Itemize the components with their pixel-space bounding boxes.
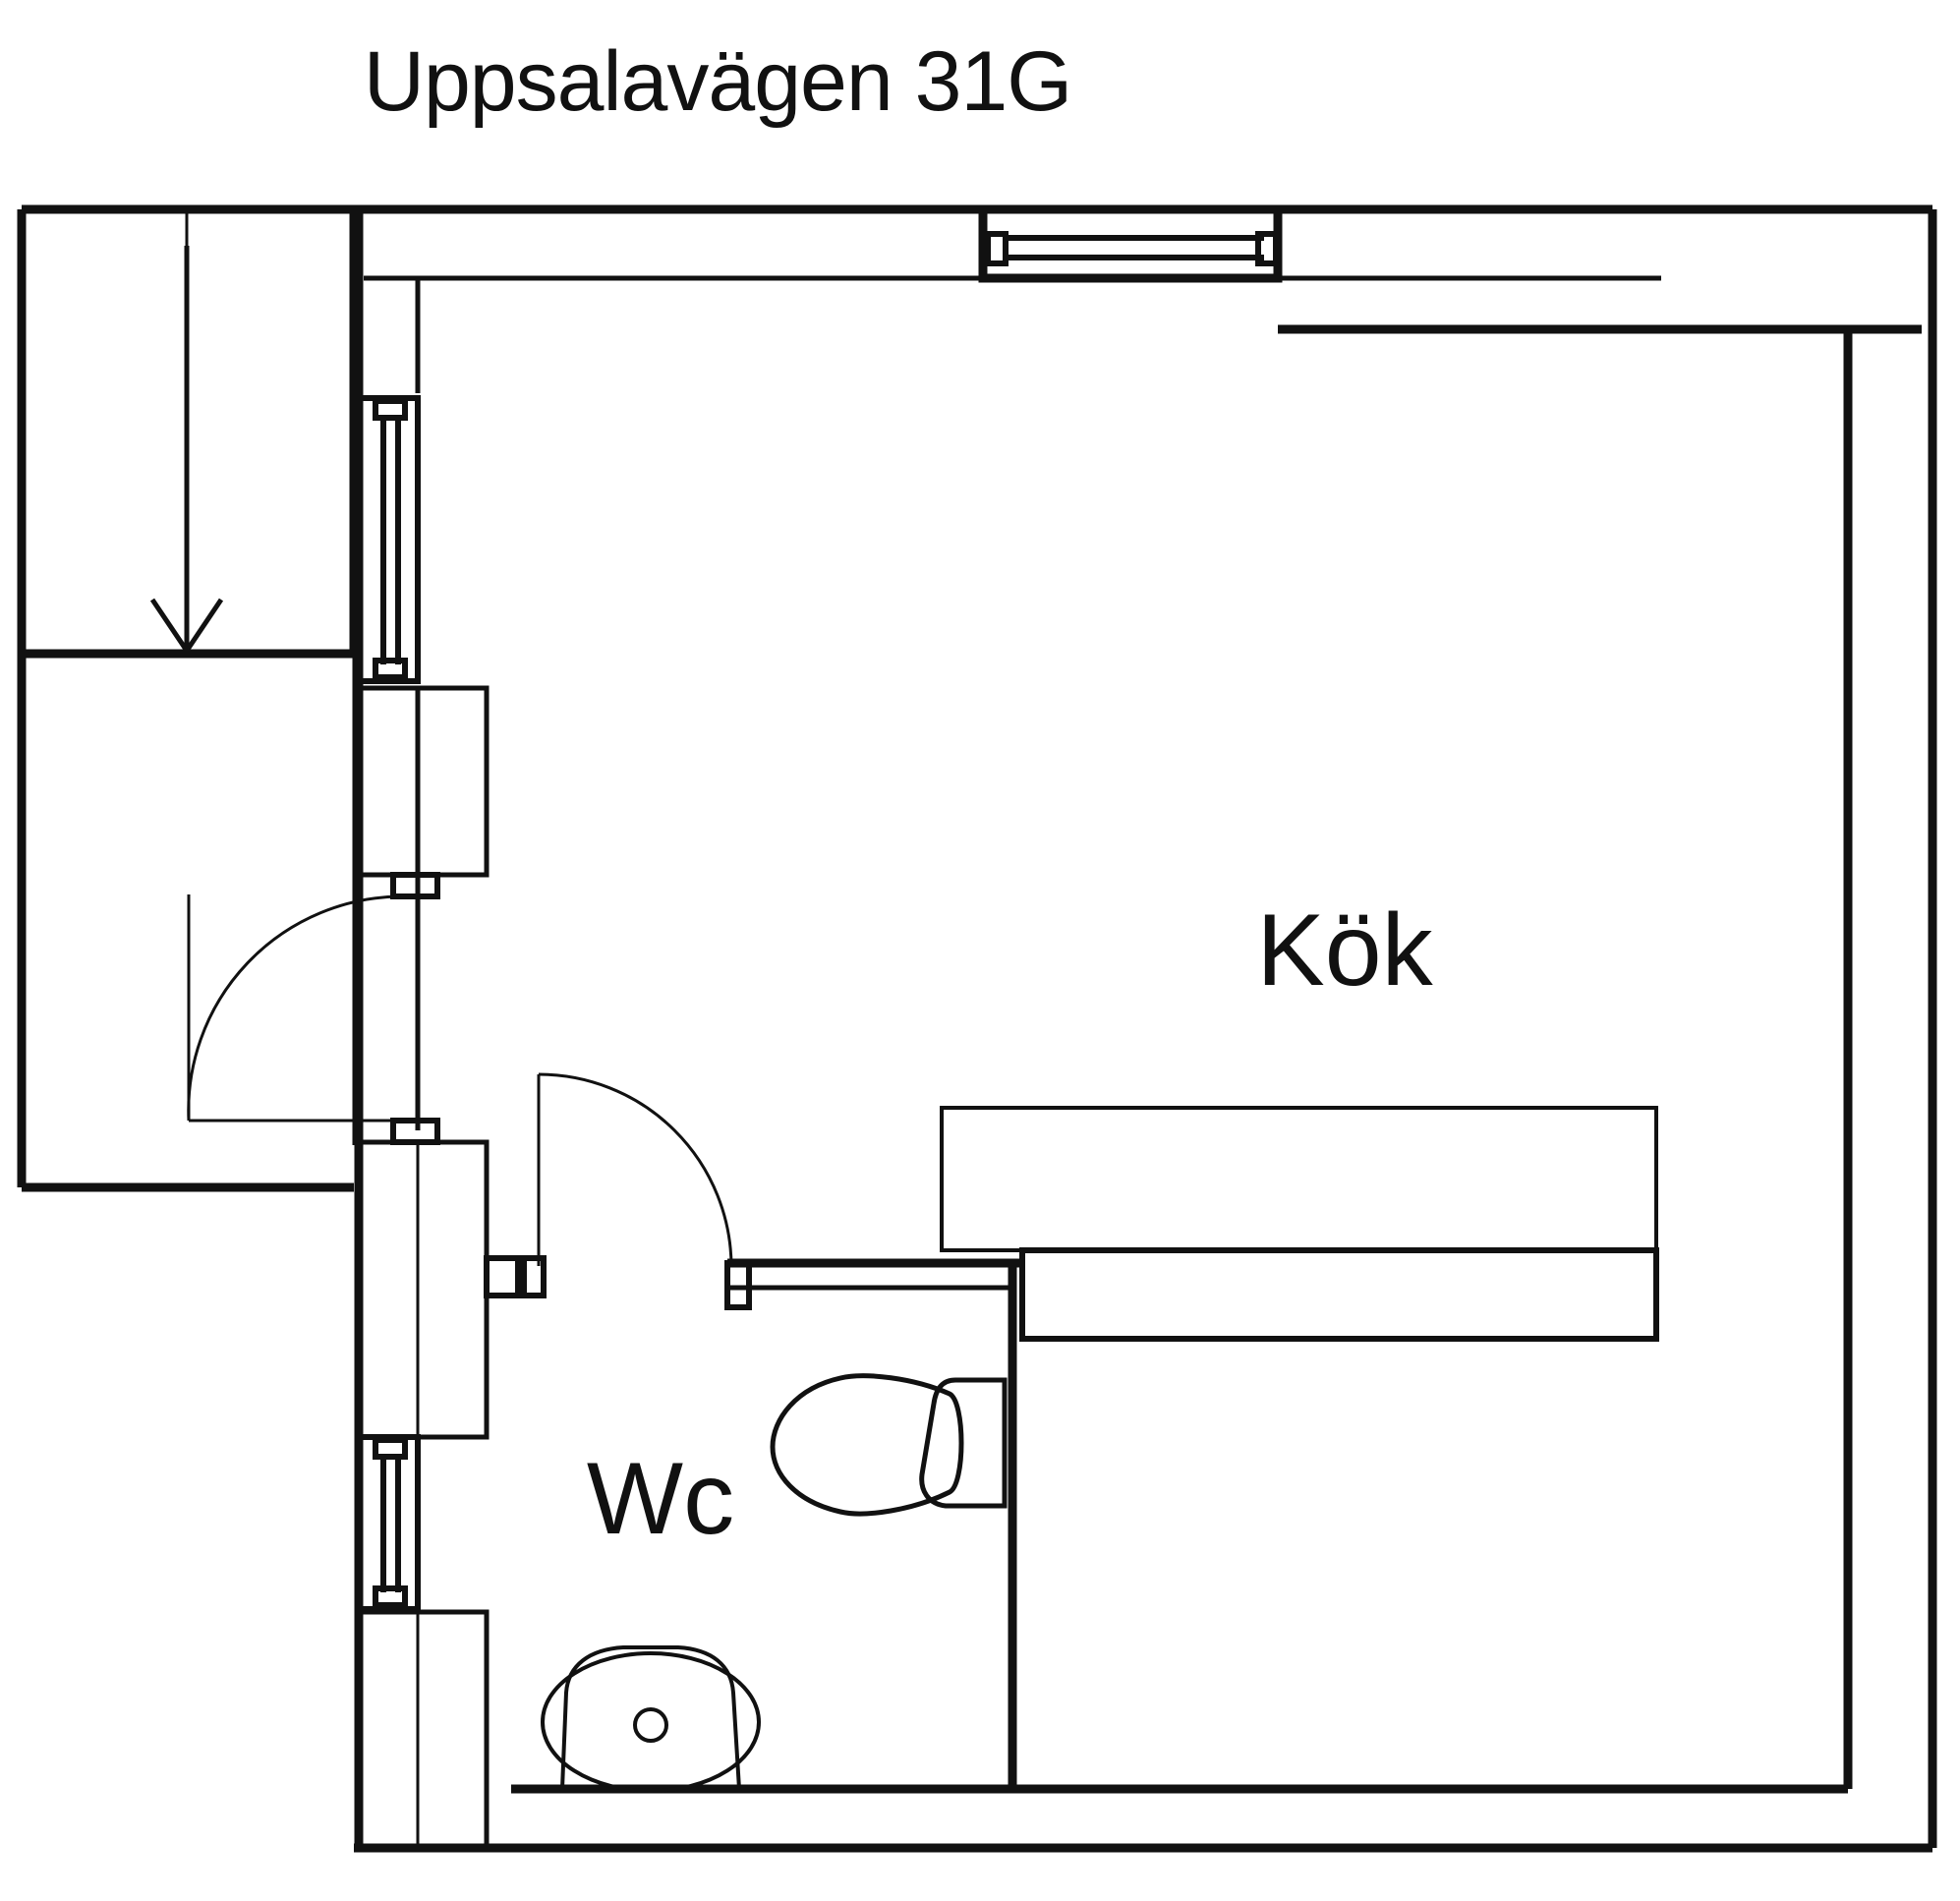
wash-basin [541, 1645, 761, 1793]
basin-bowl [541, 1651, 761, 1793]
wc-partition-walls [727, 1258, 1022, 1789]
room-label-wc: Wc [587, 1442, 734, 1556]
door-entry[interactable] [187, 872, 440, 1123]
window-left-upper [356, 395, 421, 684]
basin-drain [633, 1707, 668, 1743]
interior-wall-left [354, 209, 421, 1848]
toilet-bowl [770, 1373, 964, 1517]
window-left-lower [356, 1434, 421, 1612]
basin-outline [559, 1645, 742, 1791]
closet-block-middle [356, 1139, 547, 1440]
page-title: Uppsalavägen 31G [363, 34, 1072, 129]
window-top [978, 204, 1283, 283]
closet-block-upper [356, 685, 490, 878]
closet-block-lower [356, 1609, 490, 1851]
kitchen-counter [1019, 1247, 1659, 1342]
entrance-direction-arrow [149, 246, 224, 656]
room-label-kok: Kök [1256, 893, 1433, 1008]
toilet-cistern [919, 1377, 1008, 1509]
kitchen-wall-cabinet [940, 1106, 1658, 1252]
door-wc[interactable] [537, 1072, 752, 1310]
toilet [770, 1373, 1008, 1517]
wall-latch-nib-2 [521, 1255, 547, 1298]
wall-latch-nib [484, 1255, 521, 1298]
